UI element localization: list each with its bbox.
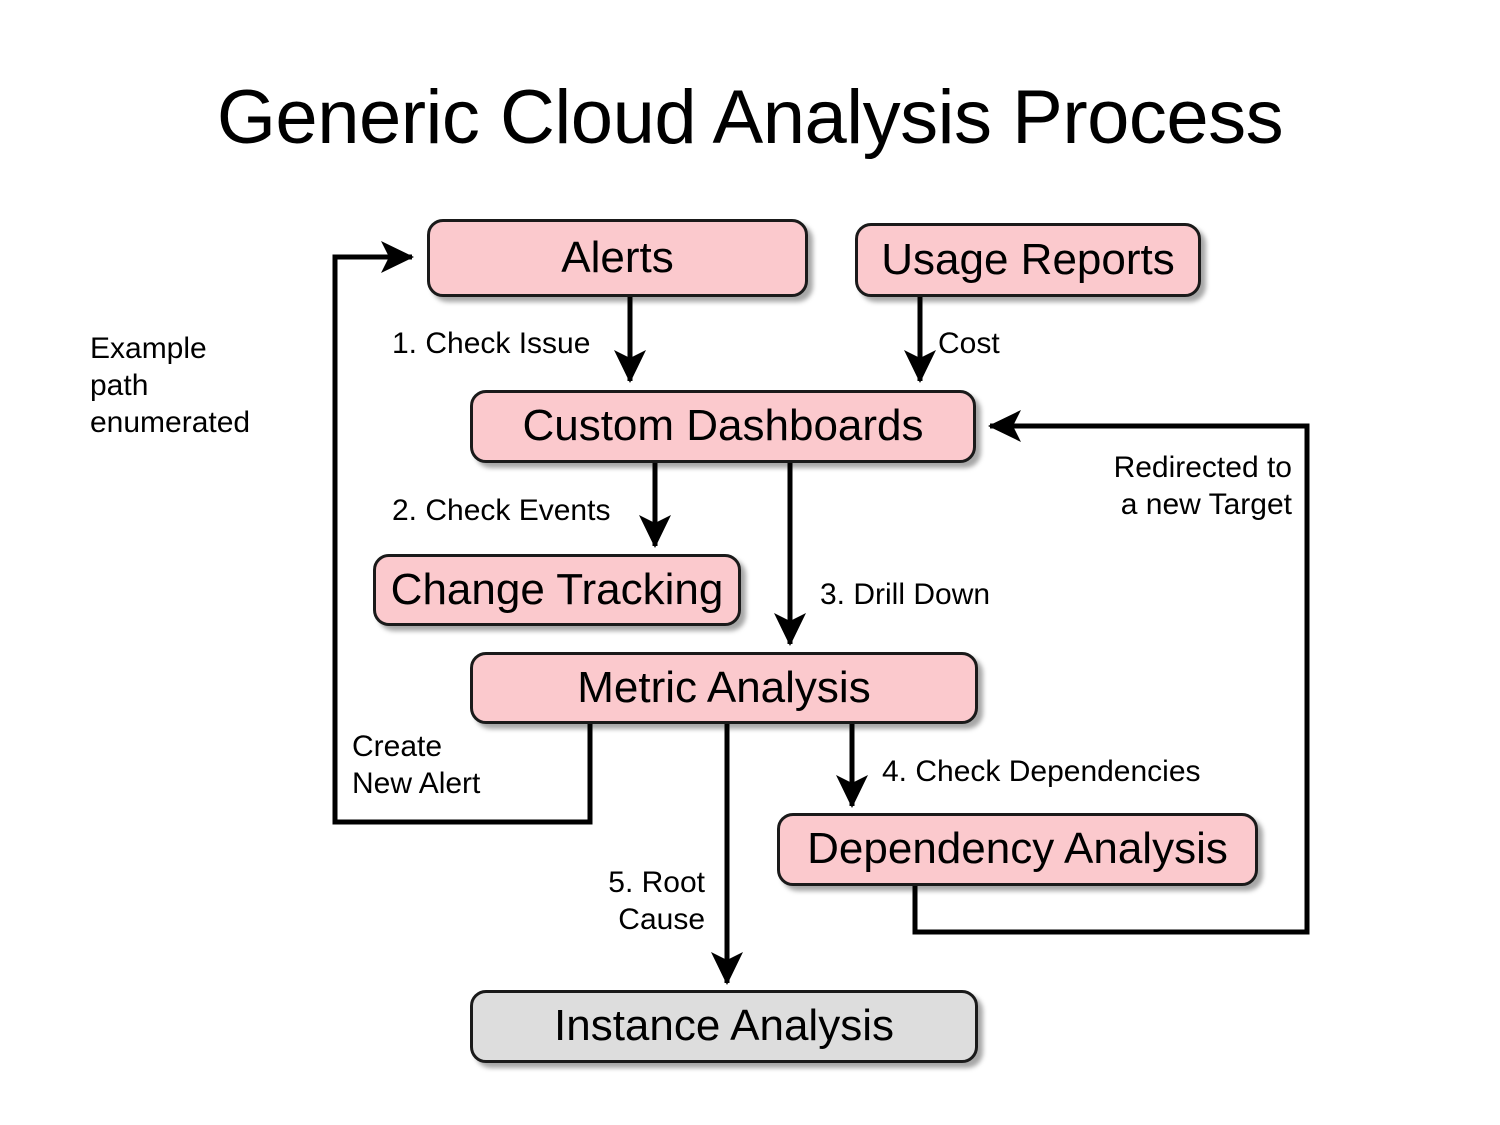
- node-dependency-analysis[interactable]: Dependency Analysis: [777, 813, 1258, 886]
- node-custom-dashboards[interactable]: Custom Dashboards: [470, 390, 976, 463]
- page-title: Generic Cloud Analysis Process: [216, 75, 1284, 160]
- label-redirected-to-new-target: Redirected to a new Target: [1113, 451, 1292, 521]
- node-metric-analysis[interactable]: Metric Analysis: [470, 652, 978, 724]
- label-create-new-alert: Create New Alert: [352, 730, 481, 800]
- label-check-issue: 1. Check Issue: [392, 327, 591, 360]
- label-cost: Cost: [938, 327, 1000, 360]
- node-instance-analysis[interactable]: Instance Analysis: [470, 990, 978, 1063]
- node-custom-dashboards-label: Custom Dashboards: [522, 401, 924, 451]
- node-alerts[interactable]: Alerts: [427, 219, 808, 297]
- node-usage-reports[interactable]: Usage Reports: [855, 223, 1201, 297]
- label-root-cause: 5. Root Cause: [608, 866, 705, 936]
- edge-metric-to-alerts: [332, 241, 593, 825]
- edge-dependency-to-dashboards: [912, 410, 1310, 935]
- node-instance-analysis-label: Instance Analysis: [554, 1001, 894, 1051]
- label-example-path: Example path enumerated: [90, 332, 251, 439]
- node-usage-reports-label: Usage Reports: [881, 234, 1175, 284]
- node-dependency-analysis-label: Dependency Analysis: [807, 824, 1228, 874]
- node-change-tracking[interactable]: Change Tracking: [373, 554, 741, 626]
- node-change-tracking-label: Change Tracking: [390, 564, 724, 614]
- node-metric-analysis-label: Metric Analysis: [577, 662, 871, 712]
- label-check-dependencies: 4. Check Dependencies: [882, 755, 1201, 788]
- label-drill-down: 3. Drill Down: [820, 578, 991, 611]
- node-alerts-label: Alerts: [561, 232, 674, 282]
- label-check-events: 2. Check Events: [392, 494, 611, 527]
